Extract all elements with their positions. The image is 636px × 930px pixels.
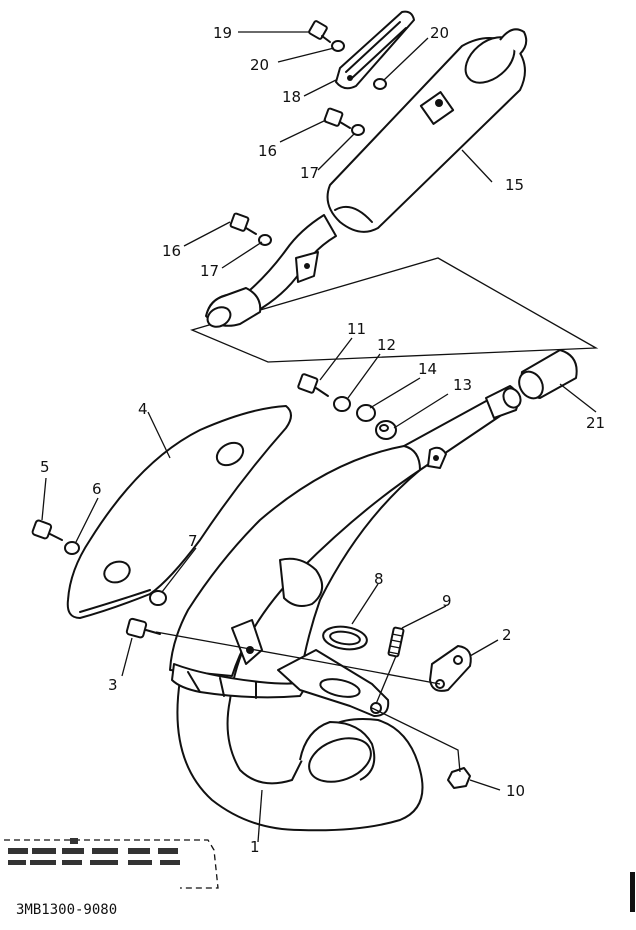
edge-mark	[630, 872, 635, 912]
label-8: 8	[374, 570, 384, 588]
label-10: 10	[506, 782, 525, 800]
collar-14	[356, 404, 376, 422]
label-12: 12	[377, 336, 396, 354]
label-5: 5	[40, 458, 50, 476]
grommet-13	[375, 420, 397, 440]
joint-sleeve-21	[518, 349, 578, 400]
label-16-b: 16	[162, 242, 181, 260]
label-3: 3	[108, 676, 118, 694]
part-code: 3MB1300-9080	[16, 902, 117, 918]
silencer	[326, 28, 528, 233]
label-17-a: 17	[300, 164, 319, 182]
exhaust-pipe	[169, 385, 522, 832]
bolt-19	[308, 20, 331, 43]
label-2: 2	[502, 626, 512, 644]
heat-shield	[66, 405, 292, 619]
label-7: 7	[188, 532, 198, 550]
nut-10	[447, 767, 471, 789]
label-15: 15	[505, 176, 524, 194]
leader-lines	[41, 31, 597, 843]
label-19: 19	[213, 24, 232, 42]
washer-20-b	[373, 78, 387, 90]
label-18: 18	[282, 88, 301, 106]
bolt-3	[125, 617, 161, 639]
label-14: 14	[418, 360, 437, 378]
washer-17-a	[351, 124, 365, 136]
label-20-a: 20	[250, 56, 269, 74]
washer-12	[333, 396, 351, 412]
label-6: 6	[92, 480, 102, 498]
bolt-16-b	[229, 212, 257, 235]
label-20-b: 20	[430, 24, 449, 42]
label-17-b: 17	[200, 262, 219, 280]
label-13: 13	[453, 376, 472, 394]
silencer-pipe	[205, 214, 337, 328]
label-11: 11	[347, 320, 366, 338]
label-1: 1	[250, 838, 260, 856]
pipe-flange	[277, 649, 390, 717]
mounting-bracket	[335, 10, 415, 90]
bolt-5	[31, 519, 63, 541]
washer-6	[64, 541, 80, 555]
washer-20-a	[331, 40, 345, 52]
bolt-16-a	[323, 107, 351, 129]
label-4: 4	[138, 400, 148, 418]
label-21: 21	[586, 414, 605, 432]
washer-7	[149, 590, 167, 606]
bracket-2	[429, 645, 472, 692]
stamp-box	[4, 838, 219, 889]
label-9: 9	[442, 592, 452, 610]
assembly-boundary	[190, 257, 599, 363]
bolt-11	[297, 373, 329, 397]
stud-bolt-9	[387, 626, 405, 658]
label-16-a: 16	[258, 142, 277, 160]
gasket-8	[322, 625, 368, 651]
